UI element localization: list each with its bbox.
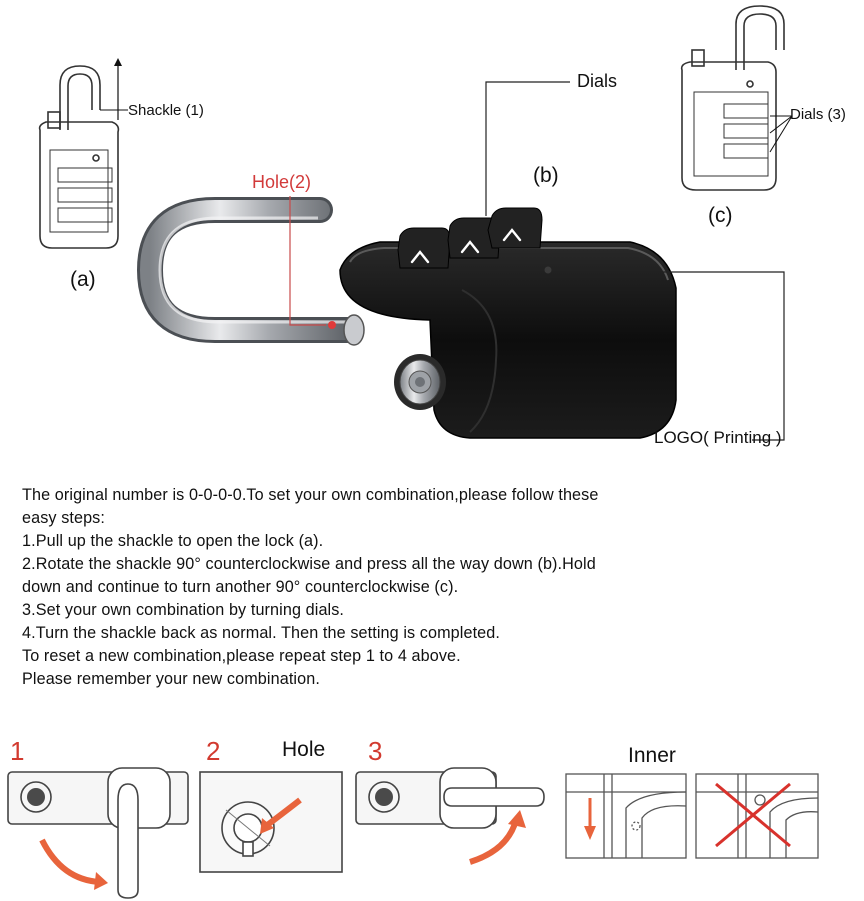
step1-diagram (7, 767, 189, 899)
instruction-line: easy steps: (22, 509, 105, 527)
instruction-line: 4.Turn the shackle back as normal. Then … (22, 624, 500, 642)
figure-c-lock (680, 5, 793, 191)
instruction-line: To reset a new combination,please repeat… (22, 647, 461, 665)
instruction-line: Please remember your new combination. (22, 670, 320, 688)
inner-panel-left (565, 773, 687, 859)
step3-diagram (355, 767, 545, 865)
instruction-line: The original number is 0-0-0-0.To set yo… (22, 486, 599, 504)
dials-3-label: Dials (3) (790, 106, 846, 123)
step-2-number: 2 (206, 736, 221, 766)
dials-label: Dials (577, 71, 618, 91)
instructions-text: The original number is 0-0-0-0.To set yo… (22, 484, 862, 691)
inner-label: Inner (628, 744, 676, 767)
figure-a-lock (38, 58, 128, 249)
step-3-number: 3 (368, 736, 383, 766)
dials (397, 207, 543, 269)
leader-lines (289, 81, 785, 441)
shackle-label: Shackle (1) (128, 102, 204, 119)
inner-panel-right (695, 773, 819, 859)
hole-label: Hole(2) (252, 172, 312, 192)
instruction-line: 3.Set your own combination by turning di… (22, 601, 345, 619)
step-2-hole-label: Hole (282, 738, 326, 761)
instruction-line: down and continue to turn another 90° co… (22, 578, 459, 596)
figure-b-caption: (b) (533, 164, 559, 187)
instruction-line: 1.Pull up the shackle to open the lock (… (22, 532, 324, 550)
main-lock-illustration (136, 197, 677, 439)
step-1-number: 1 (10, 736, 25, 766)
figure-a-caption: (a) (70, 268, 96, 291)
instruction-line: 2.Rotate the shackle 90° counterclockwis… (22, 555, 596, 573)
logo-printing-label: LOGO( Printing ) (654, 428, 782, 447)
step2-diagram (199, 771, 343, 873)
figure-c-caption: (c) (708, 204, 733, 227)
